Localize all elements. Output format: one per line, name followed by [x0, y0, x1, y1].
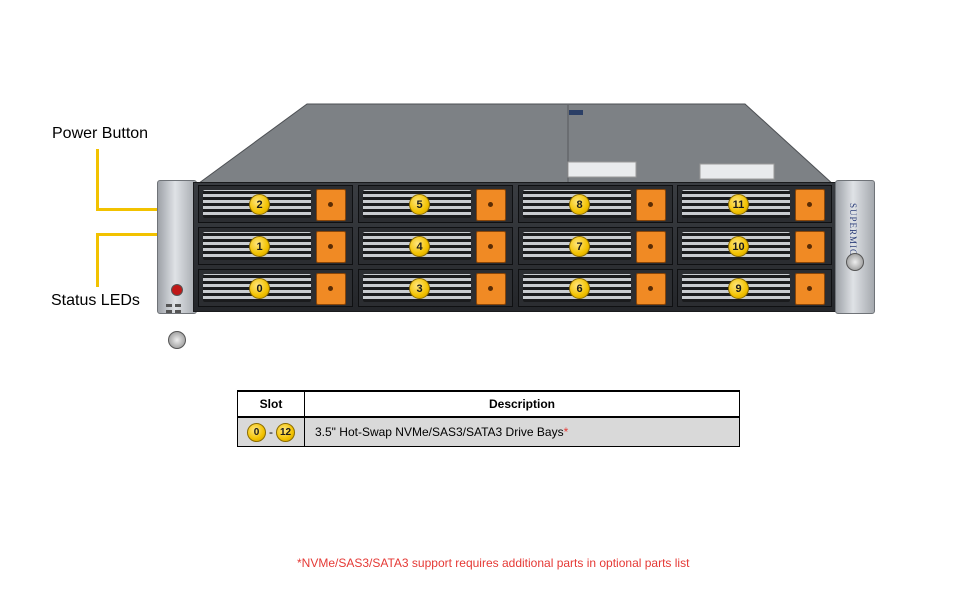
power-button-label: Power Button — [52, 125, 149, 142]
slot-number-badge: 1 — [249, 236, 270, 257]
table-row: 0-12 3.5" Hot-Swap NVMe/SAS3/SATA3 Drive… — [237, 416, 740, 447]
drive-bay[interactable]: 6 — [518, 269, 673, 307]
drive-bay[interactable]: 4 — [358, 227, 513, 265]
drive-latch[interactable] — [636, 273, 666, 305]
drive-bay[interactable]: 3 — [358, 269, 513, 307]
slot-range-cell: 0-12 — [237, 416, 305, 447]
drive-latch[interactable] — [476, 189, 506, 221]
slot-number-badge: 7 — [569, 236, 590, 257]
drive-bay[interactable]: 5 — [358, 185, 513, 223]
description-cell: 3.5" Hot-Swap NVMe/SAS3/SATA3 Drive Bays… — [304, 416, 740, 447]
power-button-callout-horizontal — [96, 208, 164, 211]
drive-latch[interactable] — [316, 273, 346, 305]
slot-number-badge: 11 — [728, 194, 749, 215]
description-column-header: Description — [304, 390, 740, 418]
drive-latch[interactable] — [795, 231, 825, 263]
drive-bay[interactable]: 11 — [677, 185, 832, 223]
drive-bay-panel: 2 5 8 11 1 4 7 — [193, 182, 837, 312]
slot-number-badge: 5 — [409, 194, 430, 215]
drive-bay[interactable]: 0 — [198, 269, 353, 307]
drive-bay[interactable]: 9 — [677, 269, 832, 307]
server-chassis: 2 5 8 11 1 4 7 — [155, 100, 875, 349]
status-led — [166, 310, 172, 313]
slot-description-table: Slot Description 0-12 3.5" Hot-Swap NVMe… — [237, 390, 740, 447]
slot-number-badge: 4 — [409, 236, 430, 257]
thumb-screw-icon[interactable] — [846, 253, 864, 271]
slot-number-badge: 10 — [728, 236, 749, 257]
drive-bay[interactable]: 7 — [518, 227, 673, 265]
slot-number-badge: 8 — [569, 194, 590, 215]
drive-bay[interactable]: 1 — [198, 227, 353, 265]
footnote: *NVMe/SAS3/SATA3 support requires additi… — [297, 556, 690, 570]
status-leds-callout-vertical — [96, 233, 99, 287]
status-leds-label: Status LEDs — [51, 292, 140, 309]
drive-latch[interactable] — [636, 231, 666, 263]
drive-latch[interactable] — [795, 189, 825, 221]
status-led — [175, 310, 181, 313]
description-asterisk: * — [563, 425, 569, 439]
thumb-screw-icon[interactable] — [168, 331, 186, 349]
slot-number-badge: 3 — [409, 278, 430, 299]
slot-number-badge: 6 — [569, 278, 590, 299]
status-led — [166, 304, 172, 307]
chassis-top-panel — [193, 103, 837, 187]
left-rack-ear — [157, 180, 197, 349]
slot-number-badge: 2 — [249, 194, 270, 215]
slot-end-badge: 12 — [276, 422, 295, 442]
status-led — [175, 304, 181, 307]
drive-latch[interactable] — [316, 189, 346, 221]
drive-latch[interactable] — [476, 273, 506, 305]
drive-bay[interactable]: 2 — [198, 185, 353, 223]
drive-bay[interactable]: 10 — [677, 227, 832, 265]
drive-latch[interactable] — [316, 231, 346, 263]
slot-start-badge: 0 — [247, 422, 266, 442]
drive-latch[interactable] — [476, 231, 506, 263]
slot-column-header: Slot — [237, 390, 305, 418]
description-text: 3.5" Hot-Swap NVMe/SAS3/SATA3 Drive Bays — [315, 425, 564, 439]
slot-range-separator: - — [269, 425, 273, 439]
slot-number-badge: 9 — [728, 278, 749, 299]
drive-latch[interactable] — [636, 189, 666, 221]
power-button-callout-vertical — [96, 149, 99, 211]
status-leds-callout-horizontal — [96, 233, 164, 236]
right-rack-ear: SUPERMICRO — [835, 180, 875, 314]
slot-number-badge: 0 — [249, 278, 270, 299]
power-button[interactable] — [171, 284, 183, 296]
brand-logo: SUPERMICRO — [848, 203, 858, 271]
drive-bay[interactable]: 8 — [518, 185, 673, 223]
drive-latch[interactable] — [795, 273, 825, 305]
